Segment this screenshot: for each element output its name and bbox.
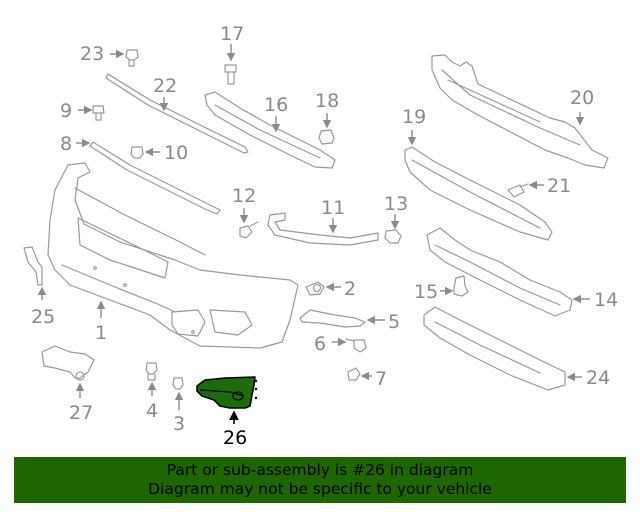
part-24-lower-reinforcement: 24 [423,306,610,391]
part-7-clip: 7 [347,367,387,390]
part-26-fog-lamp-cover[interactable]: 26 [196,376,258,449]
part-10-clip: 10 [130,142,188,164]
callout-16[interactable]: 16 [264,94,288,116]
part-17-bolt: 17 [220,23,244,85]
callout-19[interactable]: 19 [402,106,426,128]
part-25-side-bracket: 25 [23,246,55,328]
part-1-bumper-cover: 1 [47,162,299,349]
parts-diagram: 20 19 21 14 15 24 16 [23,23,618,449]
callout-11[interactable]: 11 [321,197,345,219]
part-2-grommet: 2 [305,278,356,300]
part-12-bolt: 12 [232,185,259,239]
callout-20[interactable]: 20 [570,87,594,109]
callout-4[interactable]: 4 [146,400,158,422]
part-23-clip: 23 [80,43,139,67]
callout-23[interactable]: 23 [80,43,104,65]
callout-3[interactable]: 3 [173,413,185,435]
part-20-reinforcement-beam: 20 [431,54,609,169]
part-19-energy-absorber: 19 [402,106,553,241]
callout-1[interactable]: 1 [95,322,107,344]
callout-12[interactable]: 12 [232,185,256,207]
callout-9[interactable]: 9 [60,100,72,122]
banner-part-reference: Part or sub-assembly is #26 in diagram [166,461,474,479]
callout-17[interactable]: 17 [220,23,244,45]
part-5-bracket: 5 [299,309,400,333]
callout-27[interactable]: 27 [69,402,93,424]
callout-10[interactable]: 10 [164,142,188,164]
part-21-bolt: 21 [507,175,571,198]
banner-disclaimer: Diagram may not be specific to your vehi… [148,480,492,498]
callout-18[interactable]: 18 [315,90,339,112]
part-18-clip: 18 [315,90,339,145]
part-3-clip: 3 [172,377,185,435]
info-banner: Part or sub-assembly is #26 in diagram D… [14,457,626,503]
part-6-screw: 6 [314,333,367,355]
part-22-trim-strip: 22 [105,73,249,154]
callout-24[interactable]: 24 [586,367,610,389]
callout-8[interactable]: 8 [60,133,72,155]
callout-6[interactable]: 6 [314,333,326,355]
callout-7[interactable]: 7 [375,368,387,390]
callout-21[interactable]: 21 [547,175,571,197]
callout-2[interactable]: 2 [344,278,356,300]
callout-25[interactable]: 25 [31,306,55,328]
part-9-bolt: 9 [60,100,105,122]
part-11-bracket: 11 [267,197,379,246]
part-4-clip: 4 [145,362,158,422]
callout-5[interactable]: 5 [388,311,400,333]
part-14-bracket: 14 [426,227,618,317]
part-16-upper-bracket: 16 [204,91,336,169]
callout-26[interactable]: 26 [223,427,247,449]
callout-15[interactable]: 15 [414,281,438,303]
callout-22[interactable]: 22 [153,75,177,97]
part-8-trim-strip: 8 [60,133,221,215]
callout-13[interactable]: 13 [384,193,408,215]
part-15-clip: 15 [414,275,469,303]
callout-14[interactable]: 14 [594,289,618,311]
part-27-sensor: 27 [41,345,95,424]
part-13-clip: 13 [384,193,408,244]
